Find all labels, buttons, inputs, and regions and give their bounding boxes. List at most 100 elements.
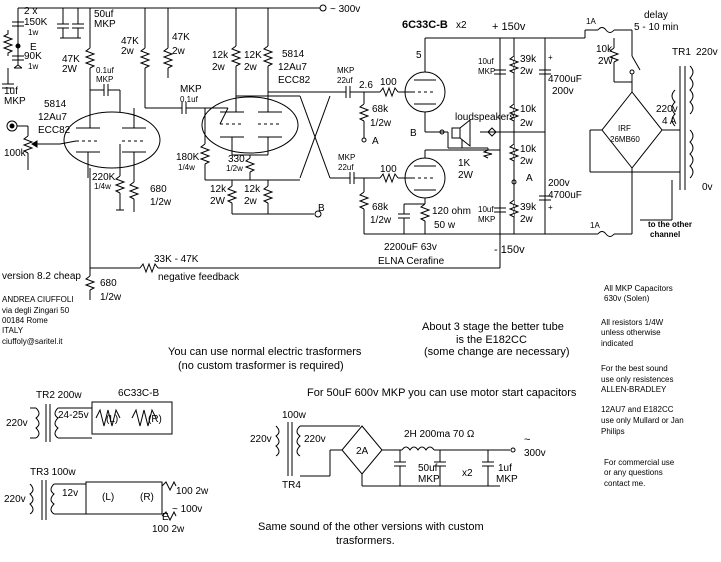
note-best-2: use only resistences: [601, 375, 673, 384]
c-4700-bot-v: 200v: [548, 178, 570, 189]
pot-100k: 100k: [4, 148, 27, 159]
note-best-3: ALLEN-BRADLEY: [601, 385, 667, 394]
driver-to-output-wiring: [236, 91, 348, 179]
to-other-1: to the other: [648, 220, 692, 229]
r-39k-bot: 39k: [520, 202, 537, 213]
b-minus-label: - 150v: [494, 244, 525, 256]
r-220k: 220K: [92, 172, 116, 183]
node-b: B: [318, 203, 325, 214]
r-12k-d-w: 2w: [244, 196, 258, 207]
r-68k-bot-w: 1/2w: [370, 215, 392, 226]
tr1-zero: 0v: [702, 182, 713, 193]
hv-out-v: 300v: [524, 448, 546, 459]
r-12k-c: 12k: [210, 184, 227, 195]
r-47k-a: 47K: [62, 54, 80, 65]
node-a2: A: [526, 173, 533, 184]
tube-pin: 5: [416, 50, 422, 61]
tr2-tube: 6C33C-B: [118, 388, 159, 399]
note-res-1: All resistors 1/4W: [601, 318, 664, 327]
tr3-pri: 220v: [4, 494, 26, 505]
tr2-block: TR2 200w 220v 24-25v 6C33C-B (L) (R): [6, 388, 173, 442]
r-10k-delay: 10k: [596, 44, 613, 55]
note-tubes-2: use only Mullard or Jan: [601, 416, 684, 425]
tr3-sec: 12v: [62, 488, 78, 499]
hv-c50: 50uf: [418, 463, 438, 474]
r-1k: 1K: [458, 158, 471, 169]
tr1-label: TR1: [672, 47, 691, 58]
c-10uf-bot: 10uf: [478, 205, 494, 214]
hv-rail: ~ 300v: [18, 4, 360, 15]
tr3-r100b: 100 2w: [152, 524, 185, 535]
c-4700-bot-plus: +: [548, 203, 553, 212]
tr2-name: TR2 200w: [36, 390, 82, 401]
hv-tr: TR4: [282, 480, 301, 491]
hv-out-sym: ~: [524, 434, 530, 446]
note-same-sound-1: Same sound of the other versions with cu…: [258, 521, 484, 533]
r-68k-top: 68k: [372, 104, 389, 115]
r-68k-bot: 68k: [372, 202, 389, 213]
cap-2200: 2200uF 63v: [384, 242, 437, 253]
fuse-top: 1A: [586, 17, 596, 26]
cap-1uf-type: MKP: [4, 96, 26, 107]
r-12k-c-w: 2W: [210, 196, 226, 207]
b-plus-rail: 1A: [424, 17, 632, 60]
c-4700-top-plus: +: [548, 53, 553, 62]
filter-qty: 2 x: [24, 6, 37, 17]
r-680-fb-w: 1/2w: [100, 292, 122, 303]
r-26: 2.6: [359, 80, 373, 91]
c-10uf-top: 10uf: [478, 57, 494, 66]
tr2-l: (L): [106, 414, 118, 425]
node-a: A: [372, 136, 379, 147]
cap-mkp-bot: MKP: [338, 153, 355, 162]
r-39k-top-w: 2w: [520, 66, 534, 77]
r-120: 120 ohm: [432, 206, 471, 217]
author-city: 00184 Rome: [2, 316, 48, 325]
tr2-sec: 24-25v: [58, 410, 89, 421]
cap-mkp-val: 0.1uf: [180, 95, 199, 104]
hv-sec: 220v: [304, 434, 326, 445]
hv-c50-t: MKP: [418, 474, 440, 485]
input-jack[interactable]: 100k: [4, 120, 60, 170]
cap-1uf: 1uf: [4, 86, 18, 97]
cap-50uf-group: 50uf MKP: [57, 8, 116, 39]
hv-supply-block: 100w 220v 220v TR4 2A 2H 200ma 70 Ω 50uf…: [250, 410, 546, 491]
note-same-sound-2: trasformers.: [336, 535, 395, 547]
input-filter: 2 x 150K 1w E 90K 1w 1uf MKP: [2, 6, 48, 107]
tr3-hum: ~ 100v: [172, 504, 202, 515]
author-street: via degli Zingari 50: [2, 306, 70, 315]
c-4700-bot: 4700uF: [548, 190, 582, 201]
r-1k-w: 2W: [458, 170, 474, 181]
loudspeaker: loudspeakers B 1K 2W: [410, 112, 514, 181]
notes-block: You can use normal electric trasformers …: [168, 284, 684, 547]
cap-01uf-stage1: 0.1uf MKP: [90, 66, 121, 112]
r-10k-a: 10k: [520, 104, 537, 115]
note-comm-3: contact me.: [604, 479, 645, 488]
r-12k-a-w: 2w: [212, 62, 226, 73]
fuse-bottom: 1A: [590, 221, 600, 230]
version-label: version 8.2 cheap: [2, 271, 81, 282]
cap-01uf: 0.1uf: [96, 66, 115, 75]
node-b2: B: [410, 128, 417, 139]
r-39k-bot-w: 2w: [520, 214, 534, 225]
note-normal-tr-2: (no custom trasformer is required): [178, 360, 344, 372]
r-330-w: 1/2w: [226, 164, 243, 173]
driver-plate-resistors: 12k 2w 12K 2w: [212, 8, 274, 100]
note-res-2: unless otherwise: [601, 328, 661, 337]
output-tube-name: 6C33C-B: [402, 19, 448, 31]
feedback-loop: 33K - 47K negative feedback 680 1/2w ver…: [2, 168, 501, 303]
r-47k-b: 47K: [121, 36, 139, 47]
output-grid-bottom: MKP 22uf 100 68k 1/2w: [330, 153, 412, 234]
note-e182-3: (some change are necessary): [424, 346, 570, 358]
r-39k-top: 39k: [520, 54, 537, 65]
r-100-bot: 100: [380, 164, 397, 175]
hv-c1: 1uf: [498, 463, 512, 474]
r-47k-c-w: 2w: [172, 46, 186, 57]
hv-power: 100w: [282, 410, 307, 421]
tr1-sec: 220v: [656, 104, 678, 115]
r-10k-b-w: 2w: [520, 156, 534, 167]
output-tube-labels: 6C33C-B x2 + 150v: [402, 19, 526, 33]
note-e182-2: is the E182CC: [456, 334, 527, 346]
tr3-r: (R): [140, 492, 154, 503]
r-10k-b: 10k: [520, 144, 537, 155]
to-other-2: channel: [650, 230, 680, 239]
